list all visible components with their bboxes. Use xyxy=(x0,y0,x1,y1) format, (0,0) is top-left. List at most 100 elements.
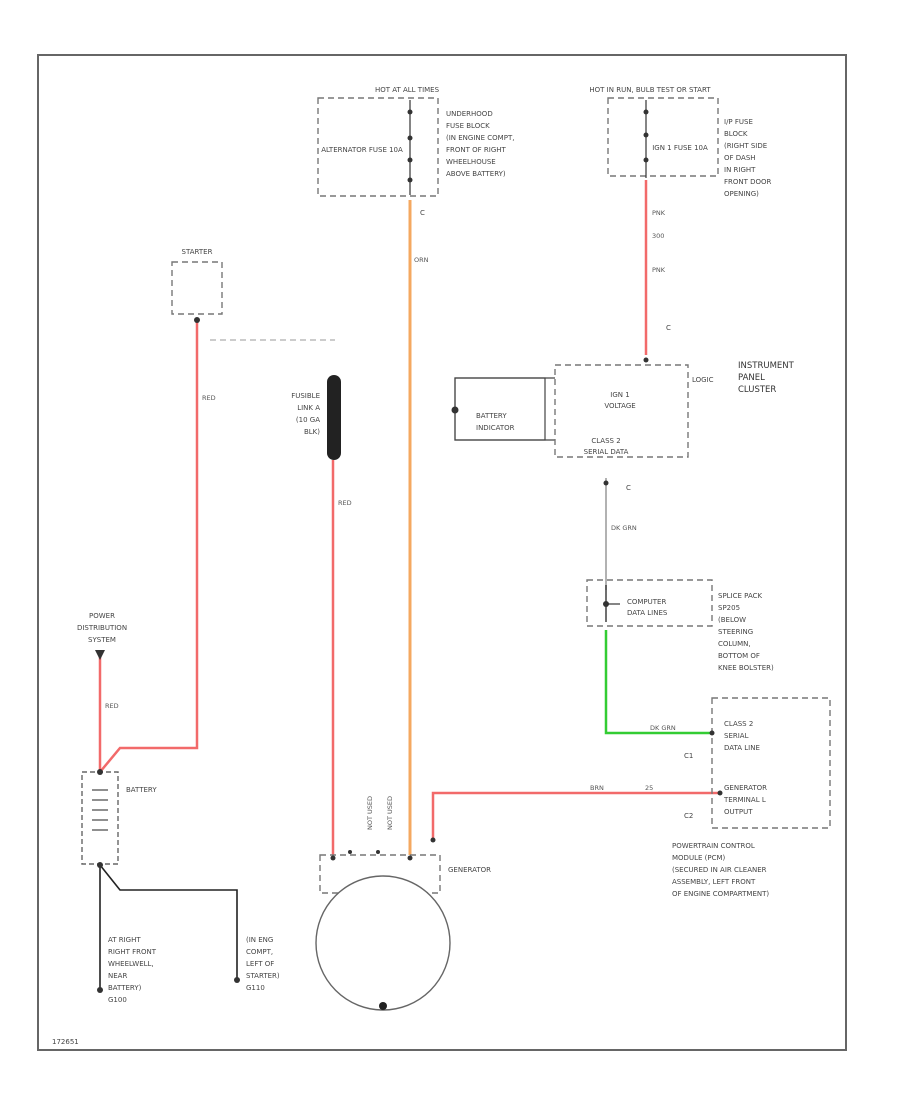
gen-wire-color-label: BRN xyxy=(590,784,604,792)
g110-label-1: (IN ENG xyxy=(246,936,273,944)
generator-body xyxy=(315,875,451,1011)
generator-not-used-2: NOT USED xyxy=(386,796,394,830)
splice-inner-2: DATA LINES xyxy=(627,609,668,617)
pcm-label-4: ASSEMBLY, LEFT FRONT xyxy=(672,878,756,886)
underhood-location-5: WHEELHOUSE xyxy=(446,158,496,166)
splice-label-5: COLUMN, xyxy=(718,640,751,648)
g110-label-5: G110 xyxy=(246,984,265,992)
fusible-link-label-3: (10 GA xyxy=(296,416,320,424)
splice-label-1: SPLICE PACK xyxy=(718,592,762,600)
cluster-class2-2: SERIAL DATA xyxy=(584,448,629,456)
wire-red-generator-to-pcm xyxy=(431,791,720,840)
g110-label-4: STARTER) xyxy=(246,972,280,980)
pcm-gen-output-3: OUTPUT xyxy=(724,808,753,816)
ip-pink-lower-label: PNK xyxy=(652,266,666,274)
g100-label-2: RIGHT FRONT xyxy=(108,948,157,956)
g100-label-3: WHEELWELL, xyxy=(108,960,154,968)
splice-label-4: STEERING xyxy=(718,628,753,636)
wire-black-battery-ground-g110 xyxy=(99,864,238,980)
splice-inner-1: COMPUTER xyxy=(627,598,666,606)
pcm-class2-3: DATA LINE xyxy=(724,744,760,752)
generator-label: GENERATOR xyxy=(448,866,491,874)
g100-label-4: NEAR xyxy=(108,972,127,980)
pcm-class2-wire-label: DK GRN xyxy=(650,724,676,732)
splice-label-7: KNEE BOLSTER) xyxy=(718,664,774,672)
ip-location-3: (RIGHT SIDE xyxy=(724,142,767,150)
ip-fuse-block: HOT IN RUN, BULB TEST OR START IGN 1 FUS… xyxy=(589,86,771,332)
diagram-code: 172651 xyxy=(52,1038,79,1046)
underhood-location-1: UNDERHOOD xyxy=(446,110,493,118)
ip-hot-label: HOT IN RUN, BULB TEST OR START xyxy=(589,86,711,94)
ip-location-4: OF DASH xyxy=(724,154,756,162)
g100-label-1: AT RIGHT xyxy=(108,936,141,944)
pcm-label-5: OF ENGINE COMPARTMENT) xyxy=(672,890,769,898)
ip-wire-circuit-label: 300 xyxy=(652,232,664,240)
underhood-hot-label: HOT AT ALL TIMES xyxy=(375,86,440,94)
ip-connector-label: C xyxy=(666,324,671,332)
battery-label: BATTERY xyxy=(126,786,157,794)
cluster-logic-label: LOGIC xyxy=(692,376,714,384)
starter-label: STARTER xyxy=(182,248,213,256)
fusible-link-wire-label: RED xyxy=(338,499,352,507)
pcm-class2-2: SERIAL xyxy=(724,732,749,740)
power-distribution-label-3: SYSTEM xyxy=(88,636,116,644)
cluster-label-3: CLUSTER xyxy=(738,385,776,395)
ground-g100: AT RIGHT RIGHT FRONT WHEELWELL, NEAR BAT… xyxy=(97,936,157,1004)
cluster-label-2: PANEL xyxy=(738,373,765,383)
ground-g110: (IN ENG COMPT, LEFT OF STARTER) G110 xyxy=(234,936,280,992)
fusible-link-label-1: FUSIBLE xyxy=(291,392,320,400)
cluster-label-1: INSTRUMENT xyxy=(738,361,795,371)
cluster-class2-1: CLASS 2 xyxy=(591,437,620,445)
pcm-label-1: POWERTRAIN CONTROL xyxy=(672,842,755,850)
generator-not-used-1: NOT USED xyxy=(366,796,374,830)
fusible-link-label-4: BLK) xyxy=(304,428,320,436)
ip-location-2: BLOCK xyxy=(724,130,748,138)
starter: STARTER RED xyxy=(171,248,223,402)
g110-label-2: COMPT, xyxy=(246,948,273,956)
fusible-link-label-2: LINK A xyxy=(297,404,320,412)
pcm-label-2: MODULE (PCM) xyxy=(672,854,725,862)
gen-wire-circuit-label: 25 xyxy=(645,784,653,792)
battery-indicator-label-2: INDICATOR xyxy=(476,424,515,432)
pcm-label-3: (SECURED IN AIR CLEANER xyxy=(672,866,767,874)
ip-location-1: I/P FUSE xyxy=(724,118,753,126)
cluster-voltage-1: IGN 1 xyxy=(610,391,629,399)
underhood-fuse-block: HOT AT ALL TIMES ALTERNATOR FUSE 10A UND… xyxy=(317,86,514,217)
power-distribution-label-1: POWER xyxy=(89,612,115,620)
ip-location-7: OPENING) xyxy=(724,190,759,198)
ign-fuse-label: IGN 1 FUSE 10A xyxy=(652,144,708,152)
pcm-gen-output-1: GENERATOR xyxy=(724,784,767,792)
wire-red-starter-to-battery xyxy=(99,322,199,773)
fusible-link: FUSIBLE LINK A (10 GA BLK) RED xyxy=(291,375,352,507)
underhood-location-2: FUSE BLOCK xyxy=(446,122,490,130)
splice-pack: COMPUTER DATA LINES SPLICE PACK SP205 (B… xyxy=(586,579,774,672)
power-distribution-label-2: DISTRIBUTION xyxy=(77,624,127,632)
g100-label-6: G100 xyxy=(108,996,127,1004)
ip-location-6: FRONT DOOR xyxy=(724,178,772,186)
orange-wire-label: ORN xyxy=(414,256,429,264)
alternator-fuse-label: ALTERNATOR FUSE 10A xyxy=(321,146,403,154)
fusible-link-body xyxy=(327,375,341,460)
battery: BATTERY xyxy=(81,769,157,868)
underhood-location-6: ABOVE BATTERY) xyxy=(446,170,506,178)
generator: GENERATOR NOT USED NOT USED xyxy=(315,796,491,1011)
power-distribution-wire-label: RED xyxy=(105,702,119,710)
cluster-voltage-2: VOLTAGE xyxy=(604,402,635,410)
power-distribution: POWER DISTRIBUTION SYSTEM RED xyxy=(77,612,127,710)
underhood-location-4: FRONT OF RIGHT xyxy=(446,146,507,154)
pcm-gen-output-2: TERMINAL L xyxy=(723,796,766,804)
ip-wire-color-label: PNK xyxy=(652,209,666,217)
cluster-connector-label: C xyxy=(626,484,631,492)
cluster-data-wire-label: DK GRN xyxy=(611,524,637,532)
battery-indicator-lamp xyxy=(451,406,459,414)
instrument-panel-cluster: LOGIC INSTRUMENT PANEL CLUSTER IGN 1 VOL… xyxy=(451,357,795,532)
battery-indicator-label-1: BATTERY xyxy=(476,412,507,420)
underhood-connector-label: C xyxy=(420,209,425,217)
pcm-class2-1: CLASS 2 xyxy=(724,720,753,728)
g100-label-5: BATTERY) xyxy=(108,984,142,992)
powertrain-control-module: CLASS 2 SERIAL DATA LINE C1 GENERATOR TE… xyxy=(590,697,831,898)
splice-label-3: (BELOW xyxy=(718,616,746,624)
g110-label-3: LEFT OF xyxy=(246,960,274,968)
underhood-location-3: (IN ENGINE COMPT, xyxy=(446,134,514,142)
